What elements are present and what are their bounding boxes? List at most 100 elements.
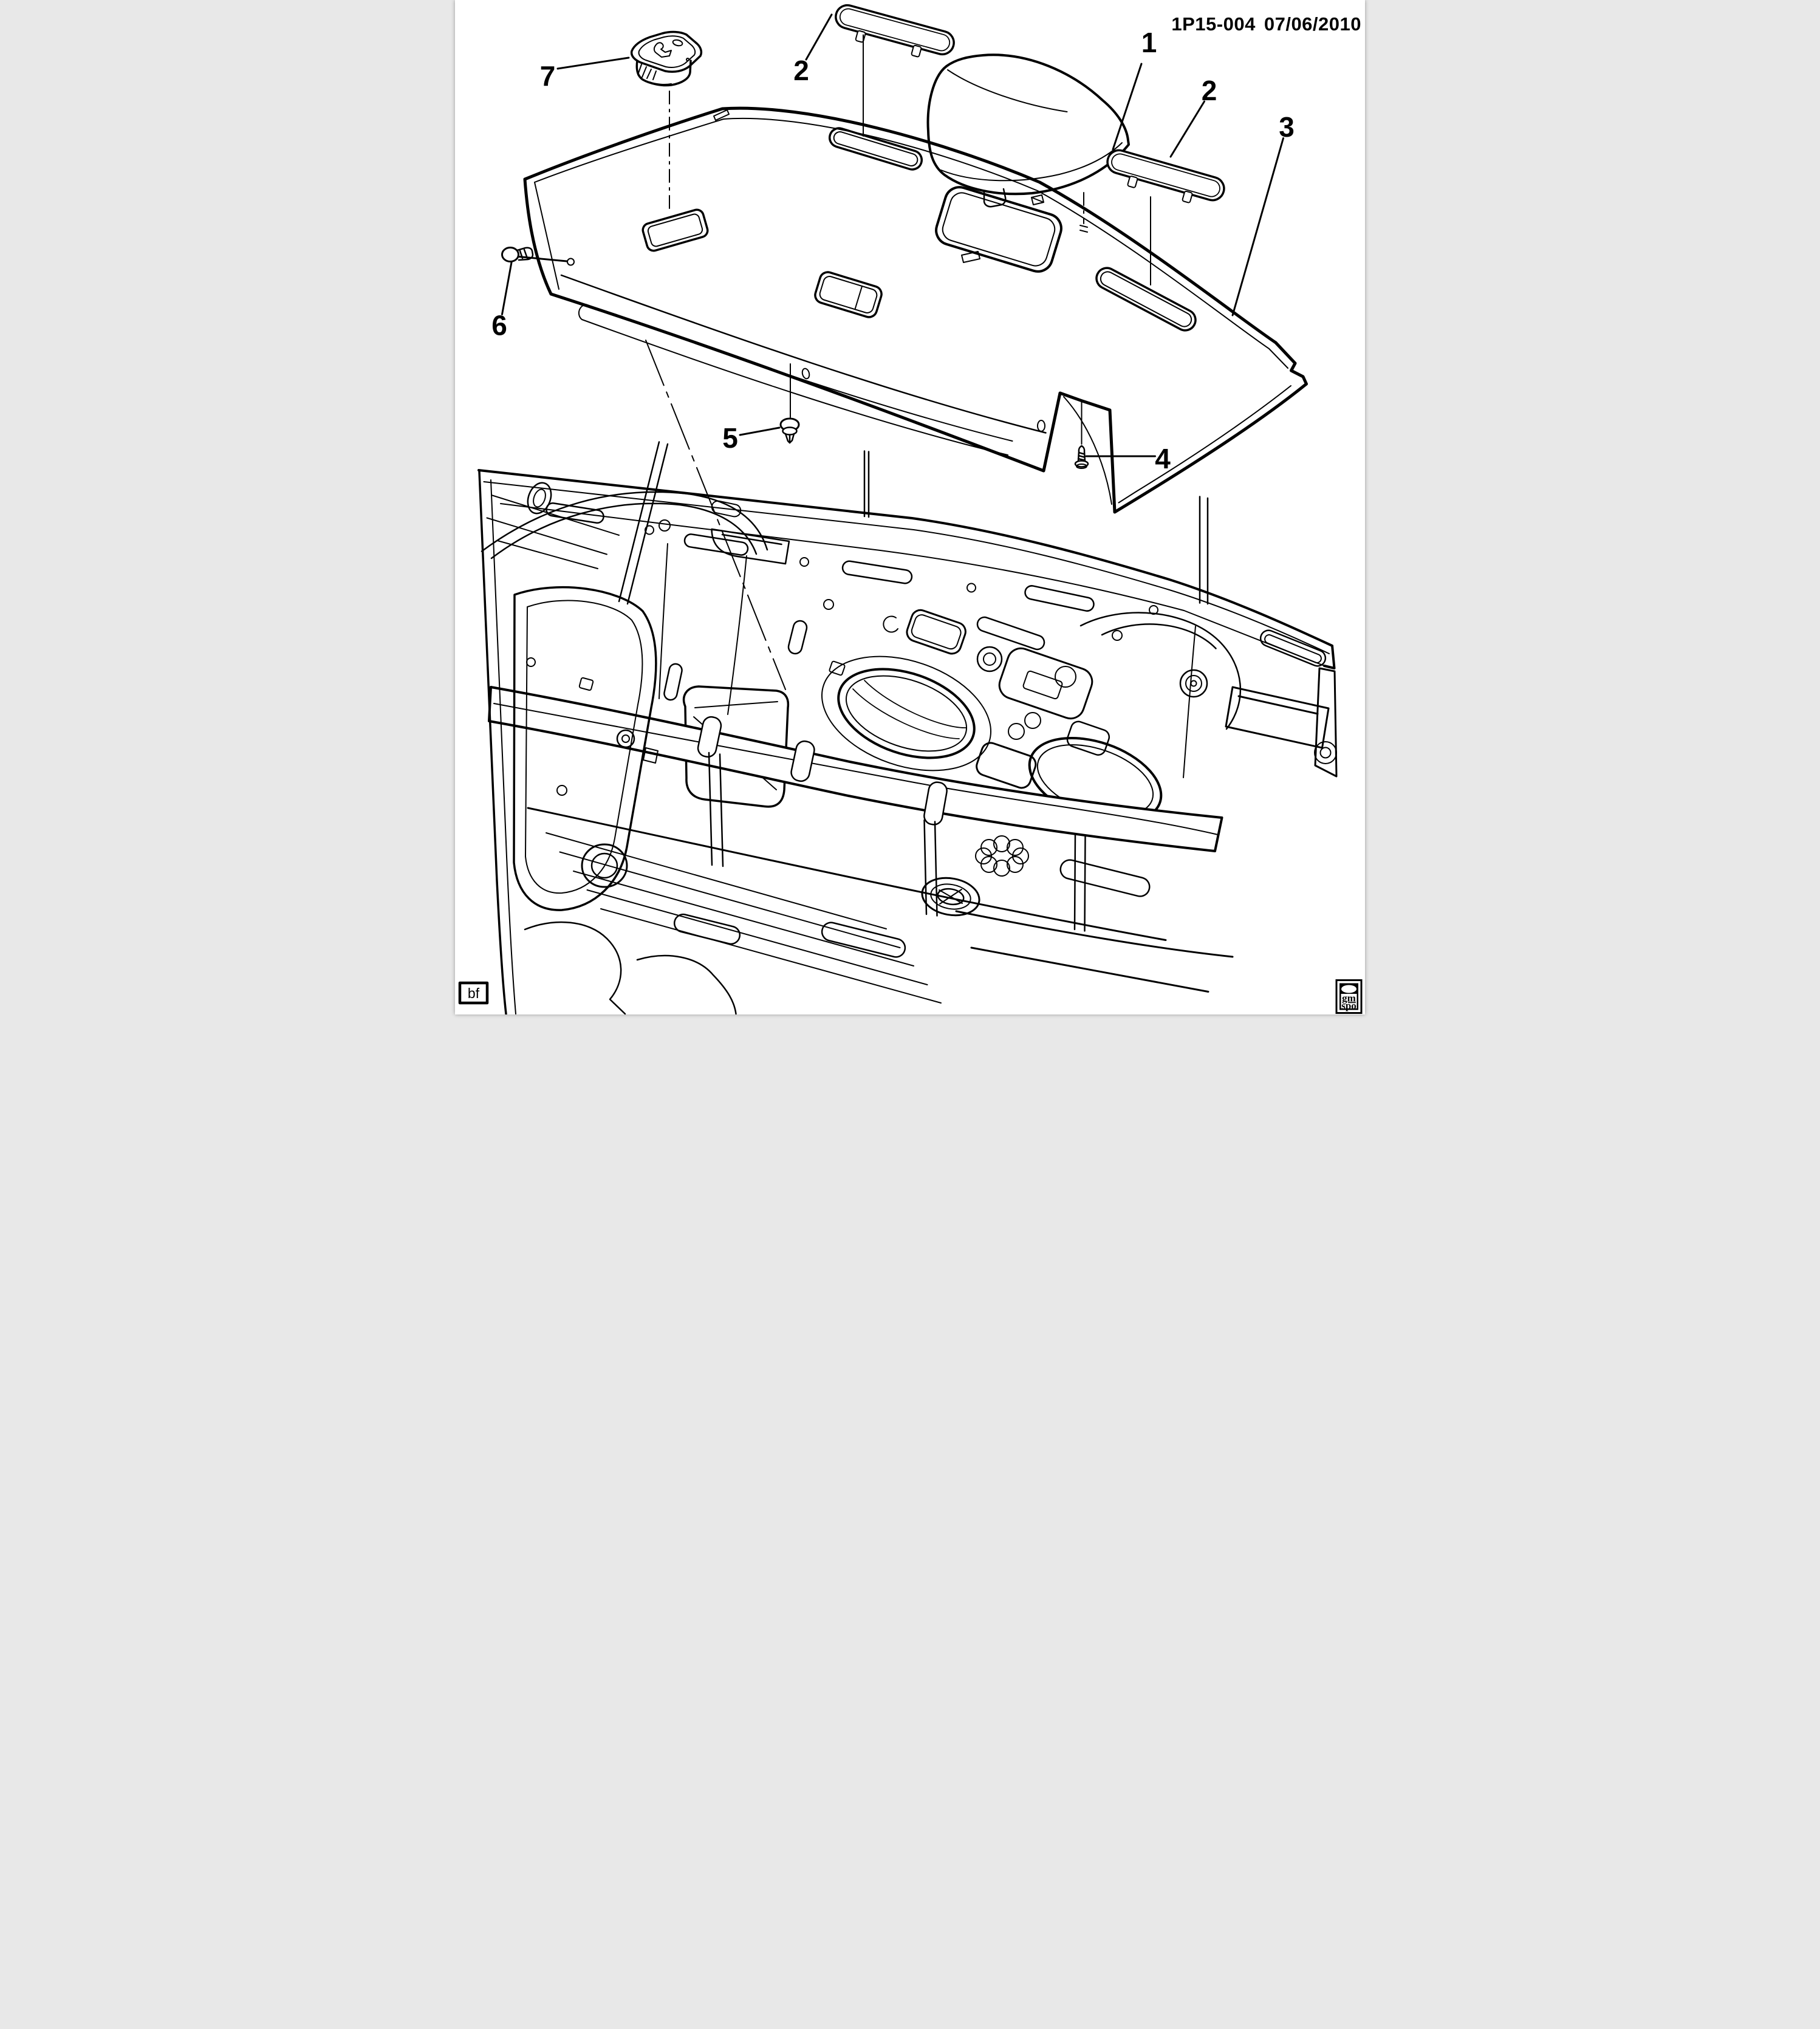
body-top-edges (477, 469, 1336, 669)
support-beam-ridge (493, 703, 1219, 835)
seat-big-oval (581, 843, 628, 888)
cover-top-face (630, 30, 703, 73)
cover-top-face-inner (638, 35, 696, 68)
seat-slot (663, 663, 683, 701)
callout-6-label: 6 (491, 310, 507, 341)
opening-outer (641, 208, 709, 252)
diagram-date: 07/06/2010 (1264, 13, 1361, 35)
child-seat-icon (653, 42, 672, 58)
tray-grommet (976, 646, 1003, 672)
opening-inner (647, 213, 703, 247)
target-grommet-mid (1185, 675, 1202, 692)
tray-tiny-square (829, 660, 846, 676)
fin-circle (1314, 741, 1337, 764)
floor-left-curves (524, 921, 737, 1014)
footer-gmspo-logo: gm spo (1335, 979, 1363, 1014)
flower-circle (993, 860, 1010, 877)
screw-head-under (1076, 464, 1087, 469)
strip-tab-right (911, 44, 922, 58)
part-4-screw (1074, 445, 1089, 469)
speaker-opening-left (837, 668, 976, 759)
floor-slot (1059, 859, 1151, 897)
target-grommet-dot (1190, 680, 1197, 687)
quarter-slot (711, 500, 742, 518)
cover-crease-lines (940, 69, 1123, 182)
tray-hole-square (906, 609, 966, 655)
bracket-box (1225, 686, 1330, 749)
alignment-lines-solid (790, 34, 1151, 445)
leader-3 (1231, 137, 1284, 316)
logo-text-top: gm (1342, 993, 1356, 1004)
logo-text-field (1341, 994, 1357, 1008)
flower-circle (993, 835, 1010, 852)
tray-hole-small-square (1066, 720, 1110, 756)
clip-head (501, 247, 519, 262)
floor-slot (821, 922, 906, 958)
floor-slot (673, 913, 741, 945)
diagram-code: 1P15-004 (1171, 13, 1256, 35)
tray-small-circle (1008, 723, 1025, 740)
floor-ribs (546, 832, 942, 1004)
support-beam (488, 686, 1223, 852)
cover-body (635, 60, 692, 87)
rail-hole (645, 525, 654, 535)
rail-hole (966, 583, 976, 593)
seat-big-oval-inner (590, 852, 618, 879)
leader-5 (739, 426, 781, 436)
shelf-opening-child-anchor (641, 208, 709, 252)
strip-tab-left (1127, 176, 1138, 188)
rail-slot-inner (1264, 634, 1322, 663)
target-grommet (1179, 669, 1208, 698)
leader-2-top (805, 13, 833, 61)
rail-slots (546, 502, 1327, 667)
speaker-opening-left-inner (845, 675, 968, 752)
exploded-parts-diagram: 1P15-004 07/06/2010 (455, 0, 1365, 1014)
opening-outer (935, 186, 1062, 273)
speaker-left-chords (852, 680, 966, 739)
seat-hatch-lines (486, 494, 620, 569)
fin-circle-inner (1319, 747, 1332, 759)
page-code-border (458, 981, 489, 1005)
slot-inner (1100, 271, 1192, 327)
rail-slot (841, 560, 913, 584)
shelf-opening-left-vent-slot (829, 127, 923, 171)
rail-slot (1024, 585, 1095, 612)
shelf-opening-mid-square (814, 271, 883, 318)
header-code-and-date: 1P15-004 07/06/2010 (1171, 13, 1361, 35)
floor (524, 751, 1234, 1014)
strip-outer (1106, 149, 1225, 202)
bracket-fin (1314, 667, 1338, 778)
part-2-vent-strip-right (1106, 149, 1225, 204)
body-structure (477, 441, 1338, 1014)
seat-hole-inner (621, 734, 630, 743)
shelf-front-fold-line (560, 274, 1047, 434)
diagram-page: 1P15-004 07/06/2010 (455, 0, 1365, 1014)
tray-hole-big-circle (1055, 666, 1076, 688)
tray-open-circle (883, 615, 898, 633)
callout-2-top-label: 2 (793, 55, 809, 86)
slot-outer (1095, 267, 1197, 332)
tray-small-circle (1024, 712, 1041, 729)
hole-oval-front-face (801, 368, 810, 380)
seat-frame-outer (513, 586, 657, 911)
callout-3-label: 3 (1279, 111, 1295, 143)
hole-oval-front-right (1037, 420, 1045, 432)
cover-body-details (637, 58, 689, 85)
leader-2-right (1169, 100, 1205, 158)
floor-supports (708, 751, 1086, 932)
callout-1-label: 1 (1141, 27, 1157, 58)
opening-outer (814, 271, 883, 318)
seat-hole (616, 729, 635, 748)
callout-4-label: 4 (1155, 443, 1171, 474)
flower-circle (975, 847, 992, 864)
shelf-front-lip-band (578, 304, 1013, 456)
tray-vertical-slot (787, 620, 808, 655)
screw-shank (1077, 445, 1086, 462)
flower-circle (1012, 847, 1029, 864)
strip-outer (835, 4, 955, 56)
tray-small-hole (823, 599, 834, 610)
leader-6 (501, 256, 568, 315)
slot-inner (833, 131, 919, 166)
callout-5-label: 5 (722, 422, 738, 454)
seat-left-edge (478, 470, 507, 1014)
